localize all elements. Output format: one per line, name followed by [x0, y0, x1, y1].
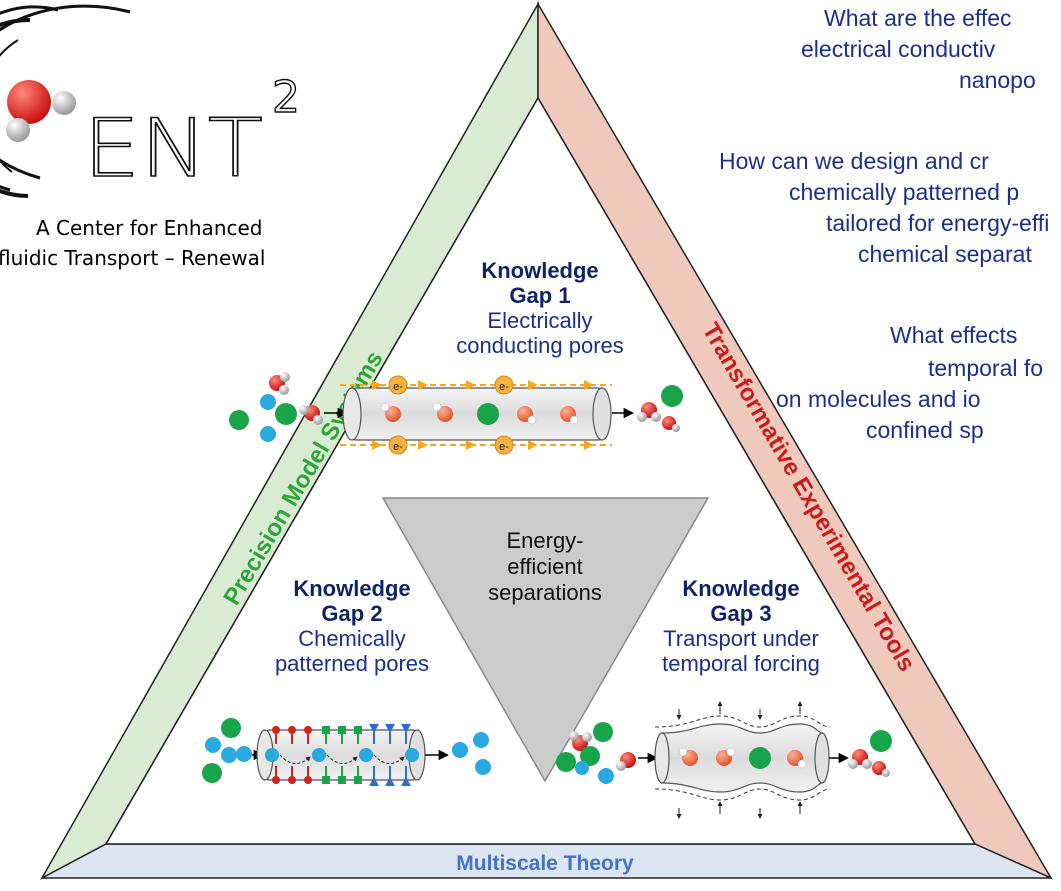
- center-triangle: [381, 497, 710, 783]
- logo-subtitle-line1: A Center for Enhanced: [36, 216, 263, 240]
- question-1-line-2: electrical conductiv: [801, 36, 996, 62]
- gap3-forcing-arrows: [676, 701, 803, 819]
- knowledge-gap-2: Knowledge Gap 2 Chemically patterned por…: [242, 576, 462, 676]
- gap-3-description: Transport under temporal forcing: [662, 626, 820, 676]
- gap3-pore-illustration: [556, 701, 892, 819]
- logo-superscript: 2: [272, 72, 300, 123]
- question-3-line-3: on molecules and io: [776, 386, 981, 412]
- gap-2-heading: Knowledge Gap 2: [293, 576, 411, 626]
- question-3-line-4: confined sp: [866, 417, 984, 443]
- gap-2-description: Chemically patterned pores: [274, 626, 430, 676]
- inner-triangle: [104, 96, 977, 845]
- gap1-outlet-molecules: [637, 385, 683, 432]
- logo-wordmark: ENT: [83, 102, 263, 195]
- question-2-line-1: How can we design and cr: [719, 148, 989, 174]
- electron-icon: e-: [494, 375, 514, 395]
- gap-1-heading: Knowledge Gap 1: [481, 258, 599, 308]
- question-3-line-1: What effects: [890, 322, 1018, 348]
- question-2-line-2: chemically patterned p: [789, 179, 1020, 205]
- gap2-pore-illustration: [202, 718, 491, 786]
- logo-mark: ENT 2: [0, 4, 301, 198]
- electron-icon: e-: [388, 375, 408, 395]
- gap-1-description: Electrically conducting pores: [456, 308, 624, 358]
- question-1-line-1: What are the effec: [824, 5, 1012, 31]
- logo-water-molecule-icon: [6, 80, 76, 142]
- question-2-line-4: chemical separat: [858, 241, 1032, 267]
- gap2-outlet-ions: [452, 732, 491, 775]
- knowledge-gap-1: Knowledge Gap 1 Electrically conducting …: [430, 258, 650, 358]
- electron-label: e-: [393, 441, 403, 453]
- gap1-molecules-in-pore: [380, 402, 579, 425]
- question-3-line-2: temporal fo: [928, 355, 1044, 381]
- question-1-line-3: nanopo: [959, 67, 1036, 93]
- center-label: Energy- efficient separations: [488, 528, 602, 605]
- multiscale-theory-label: Multiscale Theory: [456, 852, 634, 875]
- gap2-functional-groups-top: [272, 724, 411, 744]
- electron-label: e-: [499, 441, 509, 453]
- electron-label: e-: [499, 381, 509, 393]
- gap1-pore-illustration: e- e- e- e-: [229, 372, 683, 455]
- electron-label: e-: [393, 381, 403, 393]
- gap-3-heading: Knowledge Gap 3: [682, 576, 800, 626]
- gap2-ions-in-pore: [265, 748, 419, 764]
- gap2-functional-groups-bottom: [272, 766, 411, 786]
- gap2-inlet-molecules: [202, 718, 265, 783]
- gap3-inlet-molecules: [556, 722, 659, 784]
- gap3-molecules-in-pore: [678, 747, 807, 769]
- gap3-outlet-molecules: [848, 730, 892, 777]
- question-2-line-3: tailored for energy-effi: [826, 210, 1050, 236]
- logo-subtitle-line2: fluidic Transport – Renewal: [0, 246, 266, 270]
- knowledge-gap-3: Knowledge Gap 3 Transport under temporal…: [631, 576, 851, 676]
- electron-icon: e-: [388, 435, 408, 455]
- gap1-inlet-molecules: [229, 372, 349, 442]
- electron-icon: e-: [494, 435, 514, 455]
